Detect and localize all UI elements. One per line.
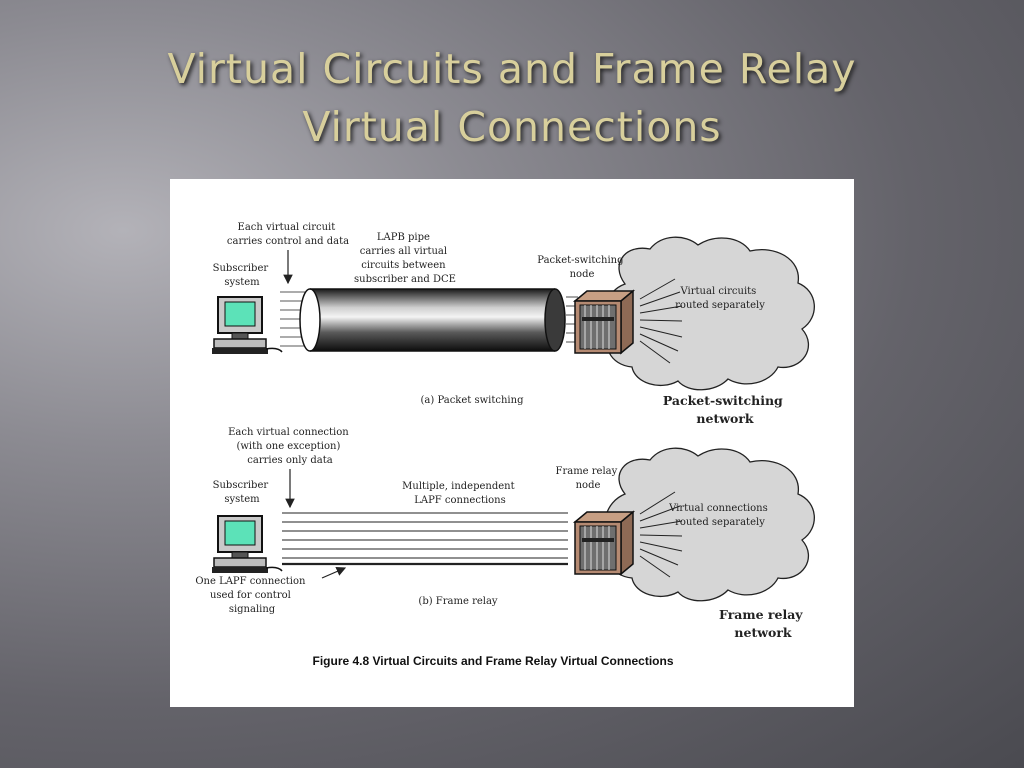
circuit-lines-left-a: [280, 291, 310, 347]
packet-switching-network-label: Packet-switching network: [663, 393, 787, 426]
one-lapf-label: One LAPF connection used for control sig…: [195, 576, 308, 615]
lapb-pipe: [299, 288, 566, 352]
each-virtual-circuit-label: Each virtual circuit carries control and…: [227, 222, 349, 247]
panel-a: Each virtual circuit carries control and…: [211, 222, 815, 426]
packet-switching-cloud: [604, 236, 815, 391]
slide-title-line2: Virtual Connections: [302, 103, 722, 151]
computer-icon-b: [211, 515, 283, 574]
subscriber-system-label-b: Subscriber system: [213, 480, 272, 505]
arrow-one-lapf: [321, 566, 347, 579]
lapf-connection-lines: [282, 512, 568, 566]
caption-b: (b) Frame relay: [418, 596, 498, 607]
packet-switching-node-icon: [574, 290, 634, 354]
computer-icon-a: [211, 296, 283, 355]
lapb-pipe-label: LAPB pipe carries all virtual circuits b…: [354, 232, 456, 285]
figure-panel: Each virtual circuit carries control and…: [170, 179, 854, 707]
caption-a: (a) Packet switching: [421, 395, 525, 406]
panel-b: Each virtual connection (with one except…: [195, 427, 815, 640]
frame-relay-node-label: Frame relay node: [556, 466, 621, 491]
slide-title-line1: Virtual Circuits and Frame Relay: [167, 45, 857, 93]
figure-diagram: Each virtual circuit carries control and…: [195, 222, 815, 668]
frame-relay-cloud: [604, 447, 815, 602]
frame-relay-node-icon: [574, 511, 634, 575]
multiple-lapf-label: Multiple, independent LAPF connections: [402, 481, 518, 506]
virtual-circuits-routed-label: Virtual circuits routed separately: [675, 286, 765, 311]
virtual-connections-routed-label: Virtual connections routed separately: [668, 503, 771, 528]
frame-relay-network-label: Frame relay network: [719, 607, 807, 640]
rays-b: [639, 491, 683, 578]
rays-a: [639, 278, 683, 364]
figure-caption: Figure 4.8 Virtual Circuits and Frame Re…: [313, 654, 674, 668]
slide-title: Virtual Circuits and Frame Relay Virtual…: [0, 40, 1024, 156]
packet-switching-node-label: Packet-switching node: [537, 255, 626, 280]
subscriber-system-label-a: Subscriber system: [213, 263, 272, 288]
each-virtual-connection-label: Each virtual connection (with one except…: [228, 427, 352, 466]
